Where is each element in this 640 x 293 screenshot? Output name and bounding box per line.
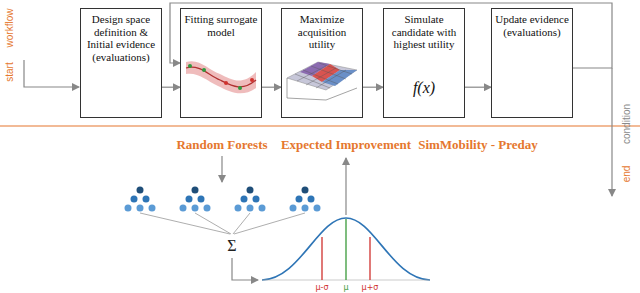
box-text: Simulate candidate with highest utility [387, 13, 461, 51]
axis-line [326, 88, 357, 100]
tree-dot [137, 205, 144, 212]
start-arrow [24, 60, 79, 87]
sample-dot [238, 86, 242, 90]
start-label: start [4, 62, 15, 81]
bell-curve [262, 218, 430, 280]
normal-curve [262, 218, 430, 280]
section-label: workflow [4, 9, 15, 48]
function-text: f(x) [384, 79, 464, 97]
down-arrow [221, 156, 222, 182]
tree-dot [192, 187, 199, 194]
sigma-line [369, 237, 370, 280]
up-arrow [345, 158, 346, 215]
aggregation-lines [140, 213, 305, 234]
tree-dot [131, 196, 138, 203]
flow-arrow [170, 3, 612, 68]
method-label: Random Forests [176, 137, 267, 153]
method-label: Expected Improvement [281, 137, 411, 153]
axis-line [287, 98, 326, 100]
separator-line [0, 125, 640, 126]
sigma-line [321, 237, 322, 280]
aggregation-line [195, 213, 231, 234]
aggregation-line [234, 213, 305, 234]
tree-dot [308, 196, 315, 203]
surrogate-plot [186, 61, 256, 93]
tree-dot [137, 187, 144, 194]
process-box: Design space definition & Initial eviden… [80, 8, 162, 118]
flow-arrow [262, 87, 281, 88]
end-label: end [621, 166, 632, 183]
tree-dot [290, 205, 297, 212]
box-text: Update evidence (evaluations) [495, 13, 569, 38]
process-box: Fitting surrogate model [180, 8, 262, 118]
box-text: Design space definition & Initial eviden… [84, 13, 158, 64]
surface-grid [295, 63, 352, 88]
aggregation-line [140, 213, 230, 234]
acquisition-surface [287, 62, 357, 100]
sample-dot [202, 68, 206, 72]
mean-line [345, 219, 346, 280]
tree-dot [180, 205, 187, 212]
surface-patch [287, 62, 357, 90]
end-arrow [611, 68, 612, 196]
box-text: Maximize acquisition utility [285, 13, 359, 51]
process-box: Simulate candidate with highest utility f… [383, 8, 465, 118]
tree-dot [247, 187, 254, 194]
tree-dot [235, 205, 242, 212]
tree-dot [198, 196, 205, 203]
method-label: SimMobility - Preday [418, 137, 538, 153]
tree-icon [290, 187, 321, 212]
confidence-band [186, 61, 256, 93]
tree-dot [241, 196, 248, 203]
box-text: Fitting surrogate model [184, 13, 258, 38]
tree-dot [247, 205, 254, 212]
tree-dot [149, 205, 156, 212]
axis-line [287, 78, 288, 98]
aggregation-line [233, 213, 250, 234]
tree-dot [259, 205, 266, 212]
sample-dot [188, 64, 192, 68]
tree-dot [143, 196, 150, 203]
axis-label: μ [343, 283, 348, 292]
tree-dot [186, 196, 193, 203]
tree-icon [180, 187, 211, 212]
axis-label: μ-σ [315, 283, 328, 292]
process-box: Update evidence (evaluations) [491, 8, 573, 118]
surface-patch [322, 70, 357, 86]
tree-dot [296, 196, 303, 203]
tree-dot [314, 205, 321, 212]
tree-icon [125, 187, 156, 212]
tree-dot [192, 205, 199, 212]
sum-symbol: Σ [226, 237, 237, 255]
condition-label: condition [621, 104, 632, 144]
process-box: Maximize acquisition utility [281, 8, 363, 118]
mean-curve [186, 67, 256, 87]
tree-dot [302, 205, 309, 212]
axis-label: μ+σ [362, 283, 379, 292]
sample-dot [224, 81, 228, 85]
flow-arrow [465, 87, 491, 88]
flow-arrow [162, 87, 180, 88]
sum-arrow [232, 258, 258, 280]
tree-dot [125, 205, 132, 212]
tree-dot [204, 205, 211, 212]
flow-arrow [363, 87, 383, 88]
tree-icon [235, 187, 266, 212]
tree-dot [253, 196, 260, 203]
tree-dot [302, 187, 309, 194]
sample-dot [250, 78, 254, 82]
